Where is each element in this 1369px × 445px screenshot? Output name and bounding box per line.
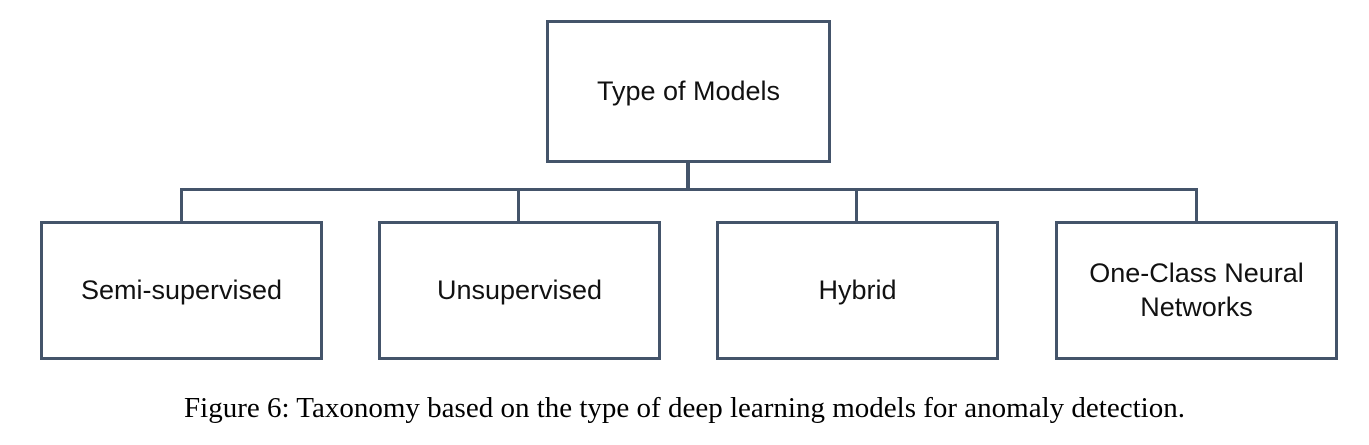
connector-drop-one-class-neural-networks xyxy=(1195,190,1198,221)
node-one-class-neural-networks: One-Class Neural Networks xyxy=(1055,221,1338,360)
node-hybrid-label: Hybrid xyxy=(818,274,897,305)
node-semi-supervised-label: Semi-supervised xyxy=(80,274,283,305)
connector-drop-semi-supervised xyxy=(180,190,183,221)
connector-root-stem xyxy=(686,162,690,191)
root-node-type-of-models: Type of Models xyxy=(546,20,831,163)
node-unsupervised-label: Unsupervised xyxy=(436,274,603,305)
node-one-class-neural-networks-label: One-Class Neural Networks xyxy=(1089,257,1304,322)
node-unsupervised: Unsupervised xyxy=(378,221,661,360)
root-node-label: Type of Models xyxy=(596,75,781,106)
node-semi-supervised: Semi-supervised xyxy=(40,221,323,360)
connector-horizontal-rail xyxy=(180,188,1198,191)
figure-caption: Figure 6: Taxonomy based on the type of … xyxy=(184,392,1185,424)
node-hybrid: Hybrid xyxy=(716,221,999,360)
connector-drop-hybrid xyxy=(855,190,858,221)
connector-drop-unsupervised xyxy=(517,190,520,221)
